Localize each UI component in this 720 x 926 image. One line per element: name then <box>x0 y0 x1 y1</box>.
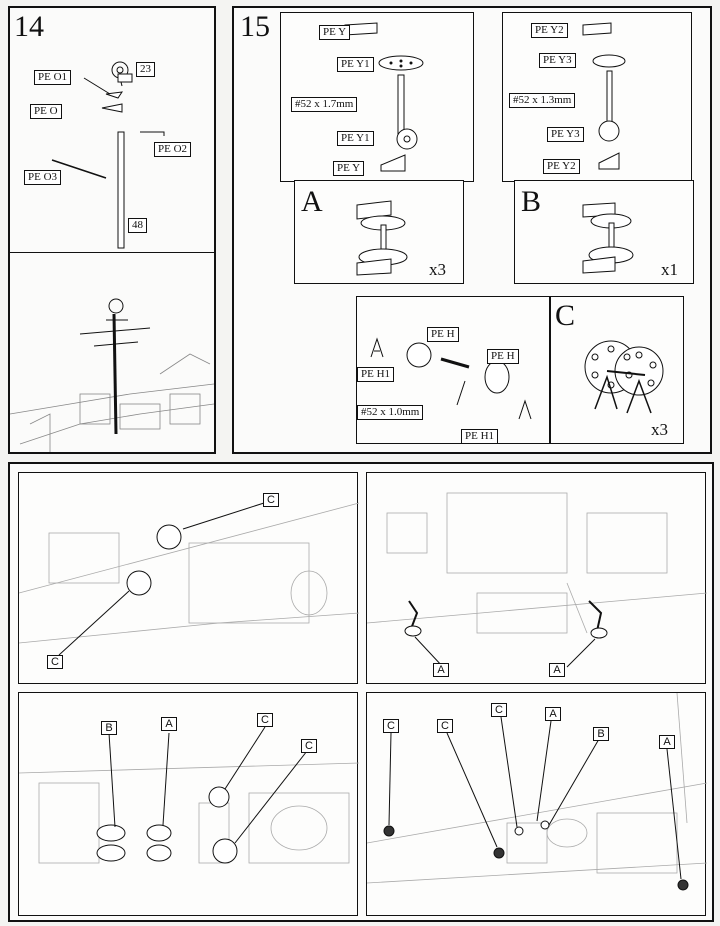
part-pe-o <box>101 103 123 113</box>
assembly-c-drawing <box>584 340 664 414</box>
step-14-panel: 14 PE O1 23 PE O PE O2 PE O3 48 <box>8 6 216 454</box>
assembly-a-quantity: x3 <box>429 260 446 279</box>
label-pe-h1-bottom: PE H1 <box>461 429 499 444</box>
label-pe-y2-bottom: PE Y2 <box>543 159 580 174</box>
view-4-callout-c-3: C <box>491 703 507 717</box>
step-14-ship-drawing <box>9 298 215 452</box>
step-16-view-1: C C <box>18 472 360 684</box>
assembly-b-drawing <box>582 202 634 274</box>
label-pe-y-top: PE Y <box>319 25 351 40</box>
assembly-b-quantity: x1 <box>661 260 678 279</box>
part-48-mast <box>117 131 125 249</box>
label-23: 23 <box>136 62 155 77</box>
label-pe-y1-top: PE Y1 <box>337 57 374 72</box>
view-4-callout-c-2: C <box>437 719 453 733</box>
assembly-b-box: B x1 <box>514 180 694 284</box>
label-rod-1-0mm: #52 x 1.0mm <box>357 405 424 420</box>
step-16-view-3: B A C C <box>18 692 360 916</box>
label-pe-o2: PE O2 <box>154 142 192 157</box>
view-3-callout-b: B <box>101 721 117 735</box>
label-pe-o: PE O <box>30 104 62 119</box>
part-pe-o2 <box>140 131 165 136</box>
view-3-drawing <box>18 726 360 864</box>
label-pe-h-right: PE H <box>487 349 519 364</box>
assembly-c-letter: C <box>555 299 576 332</box>
view-3-callout-a: A <box>161 717 177 731</box>
radar-part-23 <box>111 61 133 87</box>
assembly-c-quantity: x3 <box>651 420 668 439</box>
label-pe-y-bottom: PE Y <box>333 161 365 176</box>
view-2-callout-a-right: A <box>549 663 565 677</box>
view-2-callout-a-left: A <box>433 663 449 677</box>
label-rod-1-3mm: #52 x 1.3mm <box>509 93 576 108</box>
view-3-callout-c-1: C <box>257 713 273 727</box>
left-parts-drawing <box>344 22 424 172</box>
label-pe-o3: PE O3 <box>24 170 62 185</box>
view-4-callout-a-2: A <box>659 735 675 749</box>
label-48: 48 <box>128 218 147 233</box>
view-3-callout-c-2: C <box>301 739 317 753</box>
assembly-b-letter: B <box>521 185 542 218</box>
part-pe-o3 <box>51 159 107 179</box>
view-4-drawing <box>366 692 708 891</box>
step-15-panel: 15 PE Y PE Y1 #52 x 1.7mm PE Y1 PE Y PE … <box>232 6 712 454</box>
right-parts-drawing <box>582 22 626 170</box>
assembly-a-box: A x3 <box>294 180 464 284</box>
assembly-a-letter: A <box>301 185 323 218</box>
label-rod-1-7mm: #52 x 1.7mm <box>291 97 358 112</box>
label-pe-y3-bottom: PE Y3 <box>547 127 584 142</box>
step-16-view-4: C C C A B A <box>366 692 708 916</box>
step-14-number: 14 <box>14 10 44 43</box>
view-1-callout-c-top: C <box>263 493 279 507</box>
assembly-c-box: C x3 <box>550 296 684 444</box>
step-14-result-view <box>9 254 215 452</box>
h-parts-drawing <box>370 337 532 420</box>
view-2-drawing <box>366 492 708 668</box>
step-15-right-parts-box: PE Y2 PE Y3 #52 x 1.3mm PE Y3 PE Y2 <box>502 12 692 182</box>
view-1-callout-c-bottom: C <box>47 655 63 669</box>
label-pe-y1-bottom: PE Y1 <box>337 131 374 146</box>
label-pe-y2-top: PE Y2 <box>531 23 568 38</box>
step-16-panel: 16 C C <box>8 462 714 922</box>
step-14-parts-area: PE O1 23 PE O PE O2 PE O3 48 <box>10 8 214 253</box>
step-14-parts-drawing <box>51 61 165 249</box>
leader-pe-o1 <box>83 77 111 95</box>
label-pe-h1-left: PE H1 <box>357 367 395 382</box>
step-15-h-parts-box: PE H PE H PE H1 #52 x 1.0mm PE H1 <box>356 296 550 444</box>
step-15-left-parts-box: PE Y PE Y1 #52 x 1.7mm PE Y1 PE Y <box>280 12 474 182</box>
view-4-callout-b: B <box>593 727 609 741</box>
view-1-drawing <box>18 502 360 656</box>
step-16-view-2: A A <box>366 472 708 684</box>
view-4-callout-a-1: A <box>545 707 561 721</box>
label-pe-o1: PE O1 <box>34 70 72 85</box>
step-15-number: 15 <box>240 10 270 43</box>
label-pe-h-top: PE H <box>427 327 459 342</box>
view-4-callout-c-1: C <box>383 719 399 733</box>
assembly-a-drawing <box>356 200 408 276</box>
label-pe-y3-top: PE Y3 <box>539 53 576 68</box>
